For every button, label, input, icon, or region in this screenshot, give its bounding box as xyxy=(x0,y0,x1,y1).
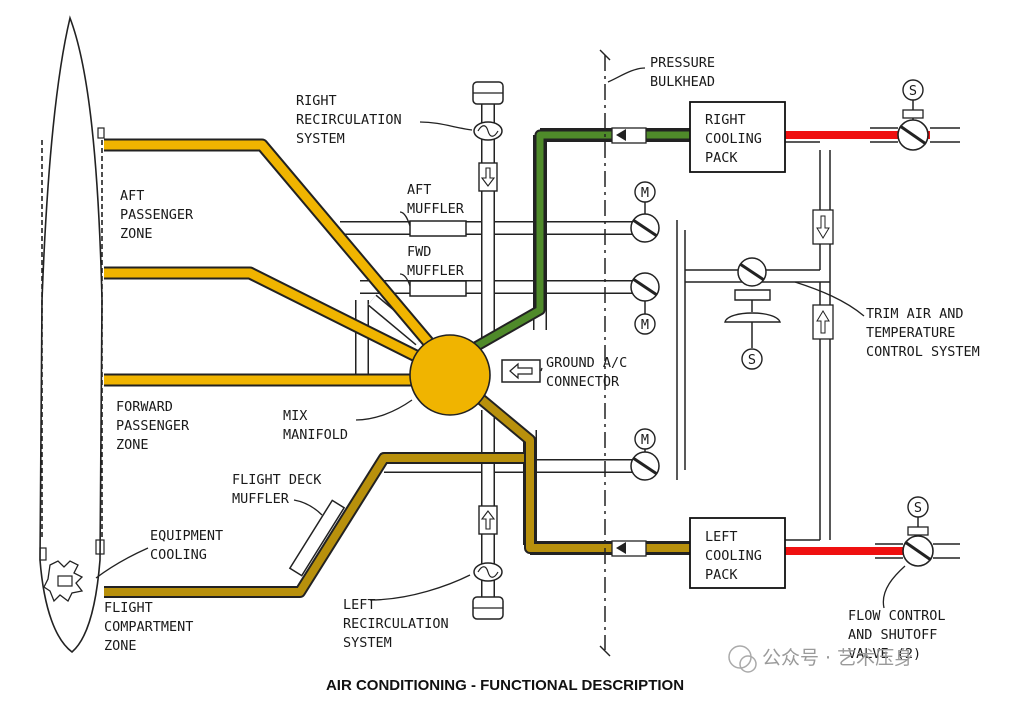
svg-text:AND SHUTOFF: AND SHUTOFF xyxy=(848,627,937,643)
label-forward-passenger-zone: FORWARD PASSENGER ZONE xyxy=(116,399,190,453)
svg-text:MUFFLER: MUFFLER xyxy=(407,201,465,217)
svg-text:MUFFLER: MUFFLER xyxy=(407,263,465,279)
label-flight-deck-muffler: FLIGHT DECK MUFFLER xyxy=(232,472,322,507)
svg-text:CONNECTOR: CONNECTOR xyxy=(546,374,620,390)
pack-check-valves xyxy=(611,127,647,557)
aft-muffler xyxy=(409,220,467,237)
svg-text:TEMPERATURE: TEMPERATURE xyxy=(866,325,955,341)
svg-text:SYSTEM: SYSTEM xyxy=(296,131,345,147)
label-right-recirculation-system: RIGHT RECIRCULATION SYSTEM xyxy=(296,93,402,147)
svg-text:LEFT: LEFT xyxy=(705,529,738,545)
svg-text:S: S xyxy=(748,352,756,368)
fwd-muffler xyxy=(409,280,467,297)
label-mix-manifold: MIX MANIFOLD xyxy=(283,408,348,443)
ground-connector xyxy=(501,359,541,383)
svg-text:FORWARD: FORWARD xyxy=(116,399,173,415)
flow-control-valves xyxy=(870,100,960,567)
svg-text:PASSENGER: PASSENGER xyxy=(120,207,194,223)
svg-text:FLIGHT: FLIGHT xyxy=(104,600,153,616)
svg-text:M: M xyxy=(641,317,649,333)
duct-aft-zone-upper xyxy=(104,138,450,367)
svg-text:公众号 · 艺术压身: 公众号 · 艺术压身 xyxy=(762,647,913,669)
fuselage-outline xyxy=(39,15,105,654)
duct-right-pack-supply xyxy=(467,129,690,355)
svg-text:MIX: MIX xyxy=(283,408,307,424)
label-ground-ac-connector: GROUND A/C CONNECTOR xyxy=(546,355,627,390)
right-recirculation-fan xyxy=(472,81,504,192)
svg-text:PACK: PACK xyxy=(705,150,738,166)
svg-text:COOLING: COOLING xyxy=(705,131,762,147)
svg-text:FLIGHT DECK: FLIGHT DECK xyxy=(232,472,322,488)
svg-text:S: S xyxy=(914,500,922,516)
svg-text:BULKHEAD: BULKHEAD xyxy=(650,74,715,90)
watermark: 公众号 · 艺术压身 xyxy=(728,645,913,673)
label-pressure-bulkhead: PRESSURE BULKHEAD xyxy=(650,55,715,90)
svg-text:ZONE: ZONE xyxy=(120,226,153,242)
solenoid-icon xyxy=(741,348,763,370)
svg-text:LEFT: LEFT xyxy=(343,597,376,613)
svg-text:COMPARTMENT: COMPARTMENT xyxy=(104,619,193,635)
svg-text:GROUND A/C: GROUND A/C xyxy=(546,355,627,371)
svg-text:FWD: FWD xyxy=(407,244,431,260)
svg-text:AFT: AFT xyxy=(407,182,431,198)
svg-text:RECIRCULATION: RECIRCULATION xyxy=(296,112,402,128)
right-cooling-pack xyxy=(689,101,786,173)
svg-text:M: M xyxy=(641,185,649,201)
svg-text:TRIM AIR AND: TRIM AIR AND xyxy=(866,306,964,322)
svg-text:AFT: AFT xyxy=(120,188,144,204)
left-recirculation-fan xyxy=(472,505,504,620)
svg-text:ZONE: ZONE xyxy=(116,437,149,453)
flight-deck-muffler xyxy=(288,499,346,577)
label-aft-muffler: AFT MUFFLER xyxy=(407,182,465,217)
label-flow-control-valve: FLOW CONTROL AND SHUTOFF VALVE (2) xyxy=(848,608,946,662)
svg-text:COOLING: COOLING xyxy=(705,548,762,564)
svg-text:FLOW CONTROL: FLOW CONTROL xyxy=(848,608,946,624)
diagram-caption: AIR CONDITIONING - FUNCTIONAL DESCRIPTIO… xyxy=(326,677,684,694)
svg-text:PACK: PACK xyxy=(705,567,738,583)
motor-icons: M M M xyxy=(634,181,656,452)
svg-text:ZONE: ZONE xyxy=(104,638,137,654)
svg-text:EQUIPMENT: EQUIPMENT xyxy=(150,528,223,544)
left-cooling-pack xyxy=(689,517,786,589)
leader-lines xyxy=(95,67,906,609)
label-left-cooling-pack: LEFT COOLING PACK xyxy=(705,529,762,583)
trim-air-valves xyxy=(630,141,834,541)
svg-text:PASSENGER: PASSENGER xyxy=(116,418,190,434)
label-equipment-cooling: EQUIPMENT COOLING xyxy=(150,528,223,563)
svg-text:MUFFLER: MUFFLER xyxy=(232,491,290,507)
mix-manifold xyxy=(409,334,491,416)
label-flight-compartment-zone: FLIGHT COMPARTMENT ZONE xyxy=(104,600,193,654)
svg-text:RIGHT: RIGHT xyxy=(296,93,337,109)
svg-text:SYSTEM: SYSTEM xyxy=(343,635,392,651)
svg-text:COOLING: COOLING xyxy=(150,547,207,563)
svg-text:S: S xyxy=(909,83,917,99)
svg-text:M: M xyxy=(641,432,649,448)
label-left-recirculation-system: LEFT RECIRCULATION SYSTEM xyxy=(343,597,449,651)
solenoid-icons: S S S xyxy=(741,79,929,518)
distribution-ducts xyxy=(340,95,690,610)
svg-text:PRESSURE: PRESSURE xyxy=(650,55,715,71)
label-trim-air-system: TRIM AIR AND TEMPERATURE CONTROL SYSTEM xyxy=(866,306,980,360)
svg-text:CONTROL SYSTEM: CONTROL SYSTEM xyxy=(866,344,980,360)
svg-text:RECIRCULATION: RECIRCULATION xyxy=(343,616,449,632)
label-right-cooling-pack: RIGHT COOLING PACK xyxy=(705,112,762,166)
label-fwd-muffler: FWD MUFFLER xyxy=(407,244,465,279)
svg-text:RIGHT: RIGHT xyxy=(705,112,746,128)
label-aft-passenger-zone: AFT PASSENGER ZONE xyxy=(120,188,194,242)
svg-text:MANIFOLD: MANIFOLD xyxy=(283,427,348,443)
svg-text:VALVE (2): VALVE (2) xyxy=(848,646,921,662)
